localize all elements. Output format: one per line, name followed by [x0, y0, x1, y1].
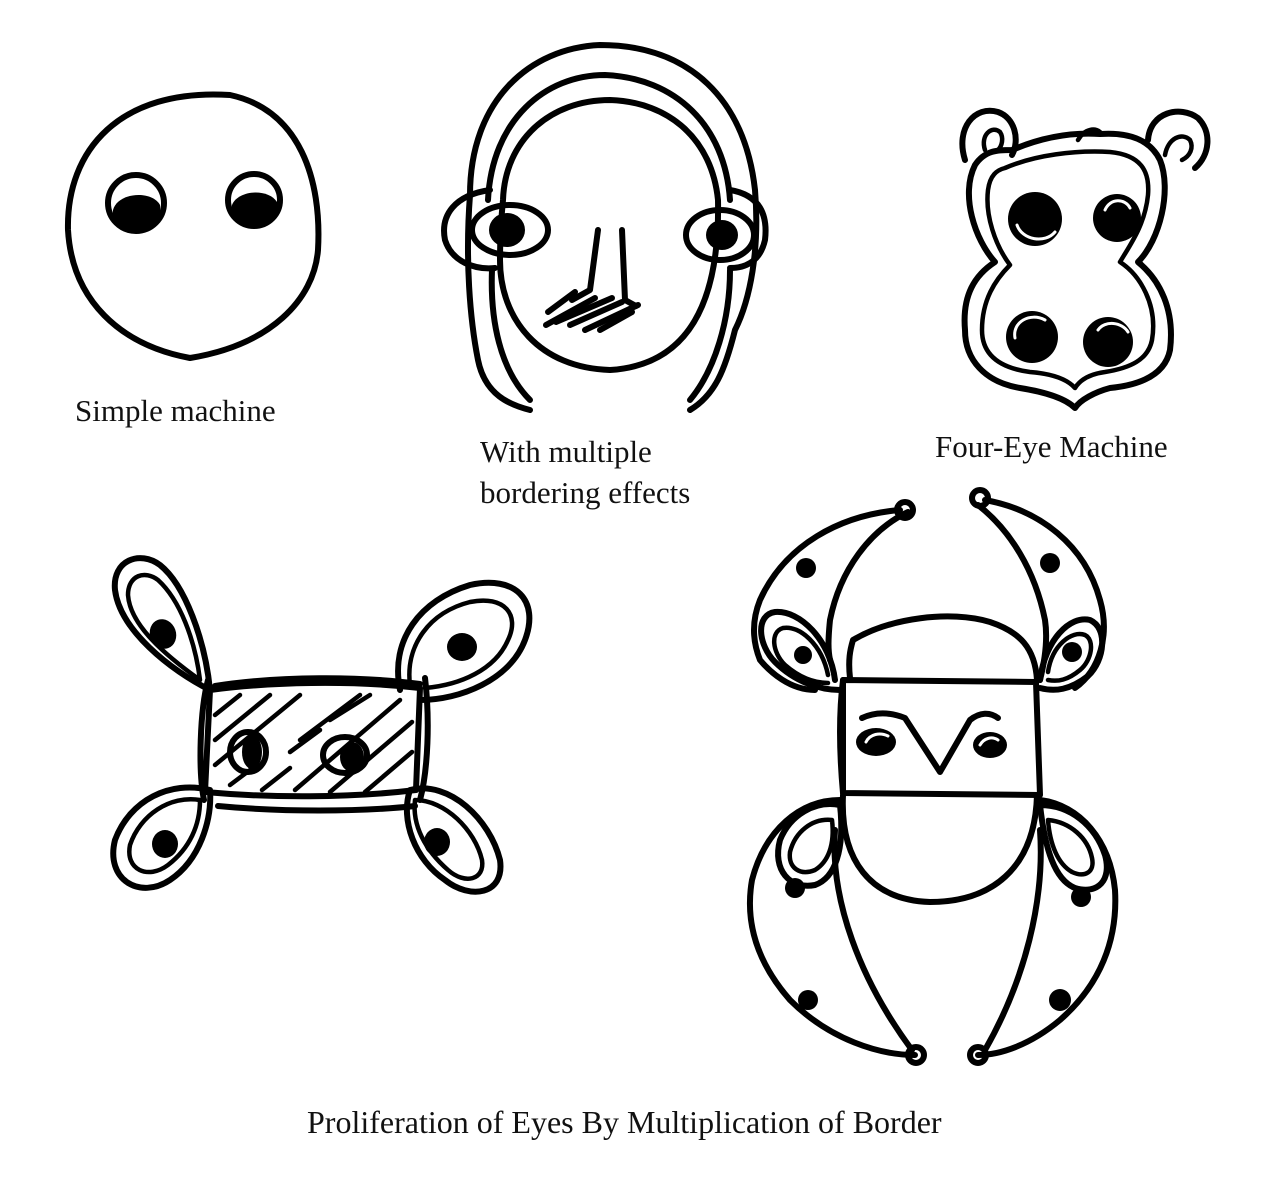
caption-multiple-bordering-line2: bordering effects	[480, 475, 691, 510]
caption-simple-machine: Simple machine	[75, 393, 276, 428]
caption-four-eye-machine: Four-Eye Machine	[935, 429, 1168, 464]
eye-icon	[227, 729, 269, 775]
ear-icon	[959, 107, 1019, 163]
hatch-lines	[212, 692, 415, 795]
ear-icon	[1145, 108, 1211, 171]
horn-upper-left	[751, 499, 916, 693]
eye-icon	[320, 734, 370, 776]
horn-lower-left	[746, 797, 927, 1066]
eye-icon	[469, 202, 551, 258]
eye-icon	[105, 172, 167, 234]
simple-machine-drawing	[64, 91, 322, 361]
wing-top-left	[111, 555, 213, 693]
mouth-hatching	[543, 289, 641, 333]
horn-lower-right	[967, 797, 1119, 1066]
eye-icon	[1008, 192, 1062, 246]
eye-icon	[1093, 194, 1141, 242]
eye-icon	[856, 728, 896, 756]
eye-icon	[225, 171, 283, 229]
butterfly-machine-drawing	[110, 555, 533, 895]
eye-icon	[973, 732, 1007, 758]
wing-bottom-left	[110, 784, 214, 891]
eye-icon	[1006, 311, 1058, 363]
wing-bottom-right	[403, 785, 504, 895]
caption-multiple-bordering-line1: With multiple	[480, 434, 652, 469]
horn-upper-right	[969, 487, 1107, 693]
four-eye-machine-drawing	[959, 107, 1211, 411]
multiple-bordering-drawing	[441, 42, 769, 413]
figure-title: Proliferation of Eyes By Multiplication …	[307, 1104, 942, 1140]
owl-machine-drawing	[746, 487, 1119, 1066]
eye-icon	[683, 207, 757, 263]
eye-icon	[1083, 317, 1133, 367]
wing-top-right	[395, 579, 533, 703]
